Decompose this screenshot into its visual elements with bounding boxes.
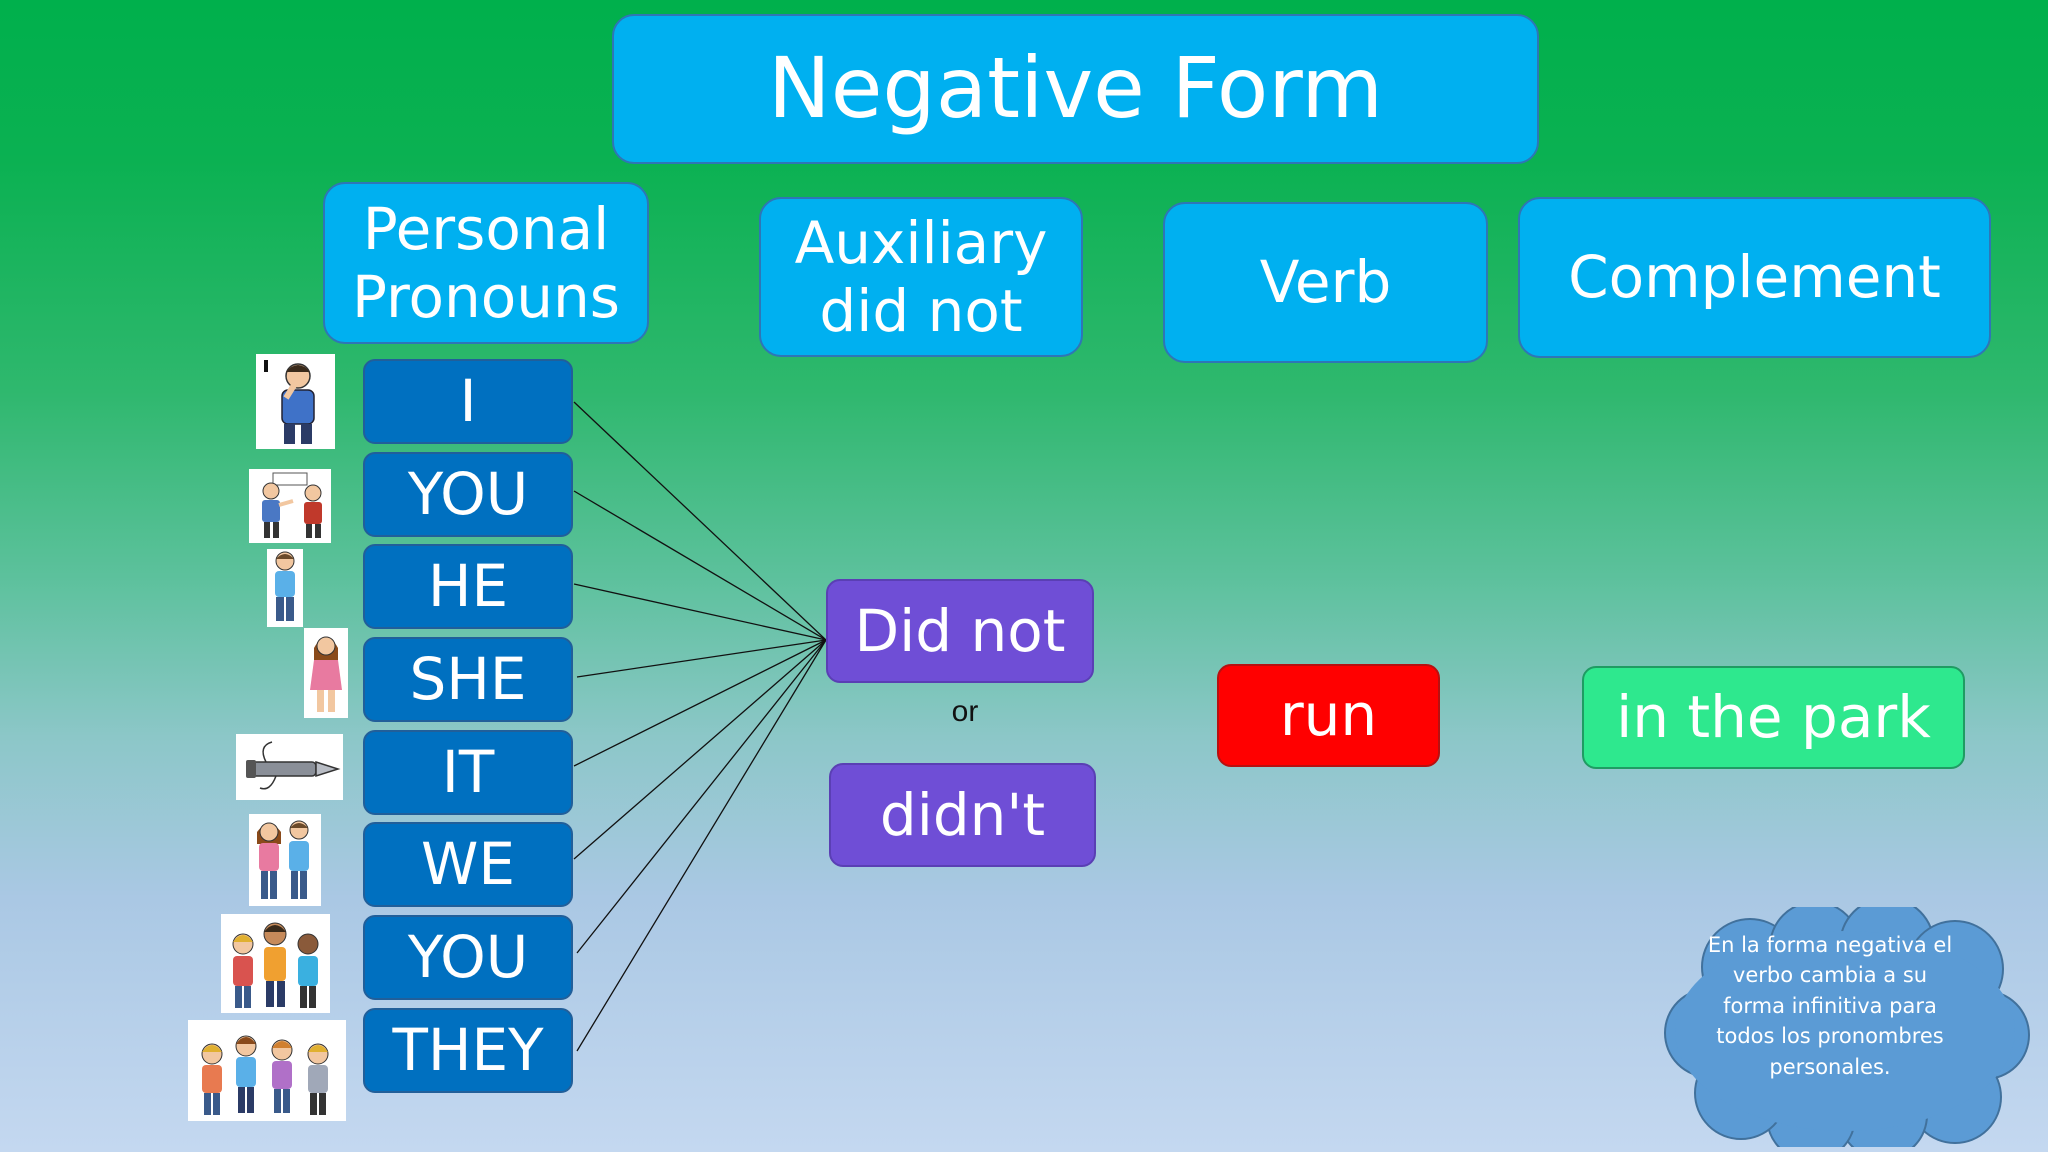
cloud-callout [1664,907,2030,1147]
pronoun-she: SHE [363,637,573,722]
connector-line-it [573,639,827,767]
pronoun-they: THEY [363,1008,573,1093]
auxiliary-or-connector: or [951,695,979,728]
verb-run: run [1217,664,1440,767]
connector-line-you [573,490,827,641]
people-you-icon [249,469,331,543]
boy-icon [267,549,303,627]
connector-line-we [573,639,827,860]
header-auxiliary: Auxiliary did not [759,197,1083,357]
pronoun-it: IT [363,730,573,815]
group-icon [221,914,330,1013]
header-complement: Complement [1518,197,1991,358]
connector-line-i [573,401,827,641]
girl-icon [304,628,348,718]
couple-icon [249,814,321,906]
pronoun-you-plural: YOU [363,915,573,1000]
person-i-icon [256,354,335,449]
auxiliary-didnt: didn't [829,763,1096,867]
crowd-icon [188,1020,346,1121]
auxiliary-did-not: Did not [826,579,1094,683]
header-personal-pronouns: Personal Pronouns [323,182,649,344]
pronoun-we: WE [363,822,573,907]
pen-icon [236,734,343,800]
page-title: Negative Form [612,14,1539,164]
connector-line-he [573,583,827,641]
complement-in-the-park: in the park [1582,666,1965,769]
connector-line-they [576,639,827,1052]
pronoun-he: HE [363,544,573,629]
connector-line-she [576,639,827,678]
pronoun-you: YOU [363,452,573,537]
pronoun-i: I [363,359,573,444]
cloud-note-text: En la forma negativa el verbo cambia a s… [1707,933,1953,1079]
connector-line-you2 [576,639,827,954]
header-verb: Verb [1163,202,1488,363]
